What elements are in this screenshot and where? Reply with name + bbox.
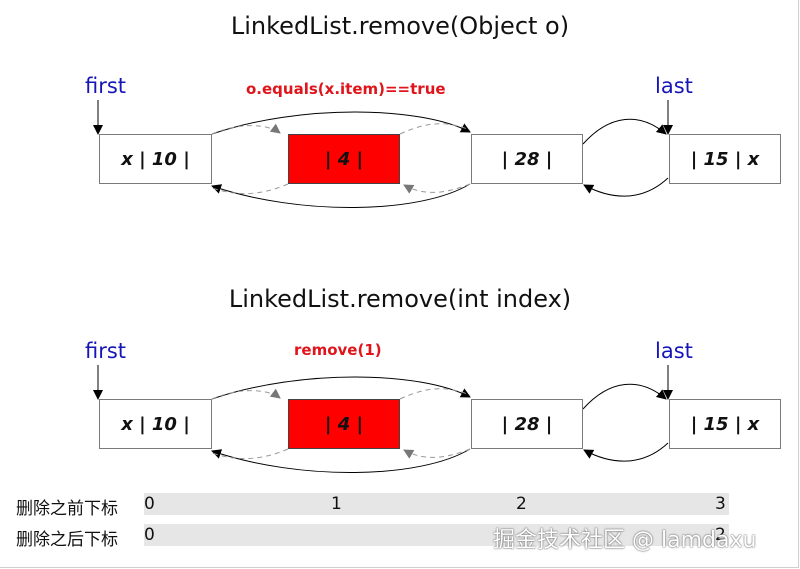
index-value: 0 <box>144 525 155 545</box>
list-node: x | 10 | <box>99 399 212 449</box>
bypass-next-arrow <box>211 111 471 135</box>
arrows-diagram-2 <box>93 365 673 474</box>
watermark: 掘金技术社区 @ lamdaxu <box>493 528 757 553</box>
old-next-arrow <box>399 388 471 400</box>
list-node: | 28 | <box>471 399 583 449</box>
diagram-title-2: LinkedList.remove(int index) <box>228 285 572 313</box>
list-node: x | 10 | <box>99 134 212 184</box>
removed-node: | 4 | <box>288 134 400 184</box>
old-prev-arrow <box>211 183 289 195</box>
list-node: | 15 | x <box>669 134 781 184</box>
old-next-arrow <box>211 123 281 135</box>
list-node: | 28 | <box>471 134 583 184</box>
index-row-label-after: 删除之后下标 <box>16 530 118 550</box>
bypass-next-arrow <box>211 376 471 400</box>
bypass-prev-arrow <box>211 183 471 209</box>
index-row-label-before: 删除之前下标 <box>16 499 118 519</box>
old-prev-arrow <box>211 448 289 460</box>
old-next-arrow <box>211 388 281 400</box>
index-value: 2 <box>715 525 726 545</box>
diagram-title-1: LinkedList.remove(Object o) <box>230 12 570 40</box>
prev-arrow <box>583 442 669 462</box>
index-value: 3 <box>715 494 726 514</box>
first-pointer-label: first <box>85 339 127 363</box>
index-note: remove(1) <box>294 341 382 359</box>
removed-node: | 4 | <box>288 399 400 449</box>
index-value: 1 <box>331 494 342 514</box>
next-arrow <box>582 383 667 410</box>
prev-arrow <box>583 177 669 197</box>
condition-note: o.equals(x.item)==true <box>246 80 446 98</box>
list-node: | 15 | x <box>669 399 781 449</box>
first-pointer-label: first <box>85 74 127 98</box>
old-prev-arrow <box>403 183 471 194</box>
old-prev-arrow <box>403 448 471 459</box>
next-arrow <box>582 118 667 145</box>
arrows-diagram-1 <box>93 100 673 209</box>
index-bar-after: 0 2 <box>144 524 729 546</box>
index-value: 0 <box>144 494 155 514</box>
index-value: 2 <box>516 494 527 514</box>
last-pointer-label: last <box>655 74 693 98</box>
last-pointer-label: last <box>655 339 693 363</box>
index-bar-before: 0 1 2 3 <box>144 493 729 515</box>
bypass-prev-arrow <box>211 448 471 474</box>
old-next-arrow <box>399 123 471 135</box>
